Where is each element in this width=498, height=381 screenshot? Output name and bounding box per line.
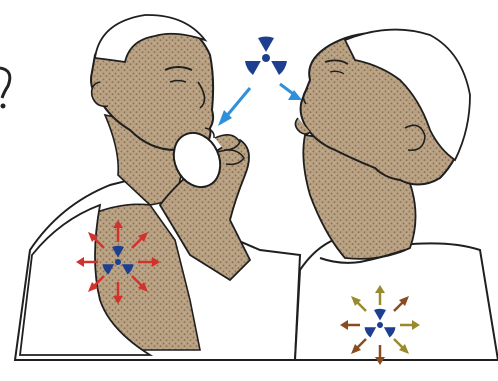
- right-person: [295, 30, 498, 360]
- chest-radiation-right: [340, 285, 420, 365]
- inhaled-arrow-right-icon: [280, 84, 302, 100]
- chest-radiation-left: [76, 220, 160, 304]
- radiation-trefoil-icon: [245, 36, 287, 75]
- exhaled-arrow-left-icon: [218, 88, 250, 126]
- right-person-ear: [405, 125, 425, 150]
